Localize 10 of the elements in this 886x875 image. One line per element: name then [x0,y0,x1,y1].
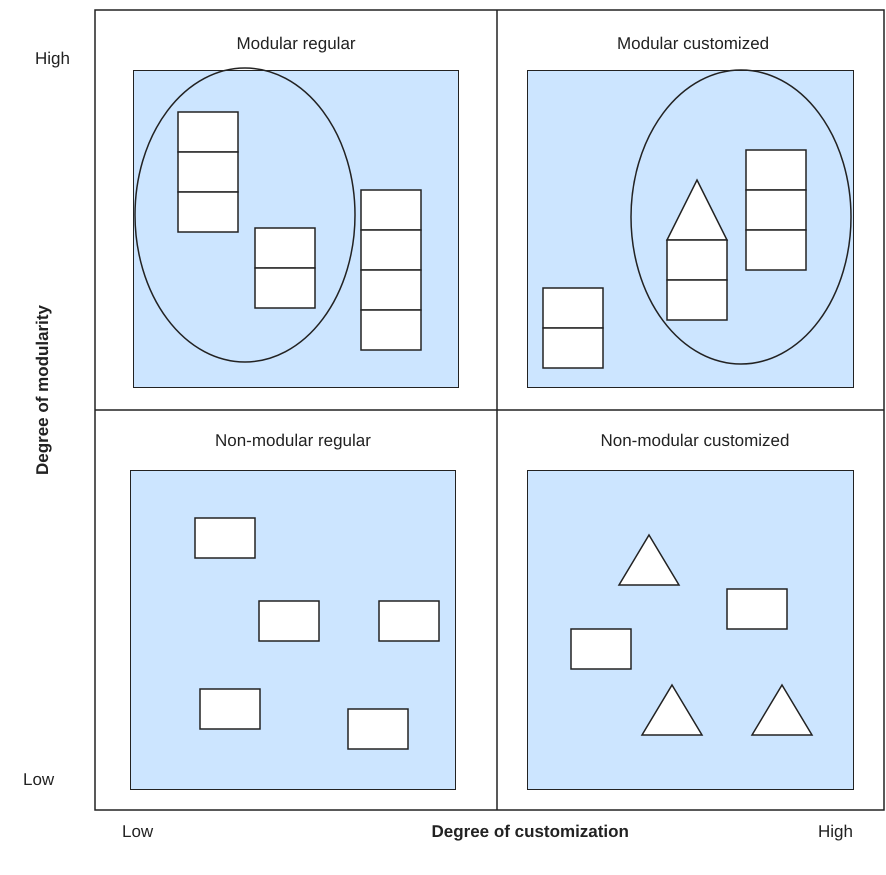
quadrant-title: Non-modular customized [600,431,790,451]
quadrant-title: Modular regular [236,34,356,54]
axis-tick-label: High [818,822,853,842]
quadrant-title: Non-modular regular [215,431,371,451]
axis-tick-label: Low [23,770,54,790]
quadrant-title: Modular customized [617,34,770,54]
axis-title: Degree of customization [432,822,629,842]
axis-tick-label: High [35,49,70,69]
axis-tick-label: Low [122,822,154,842]
axis-title: Degree of modularity [33,304,54,476]
